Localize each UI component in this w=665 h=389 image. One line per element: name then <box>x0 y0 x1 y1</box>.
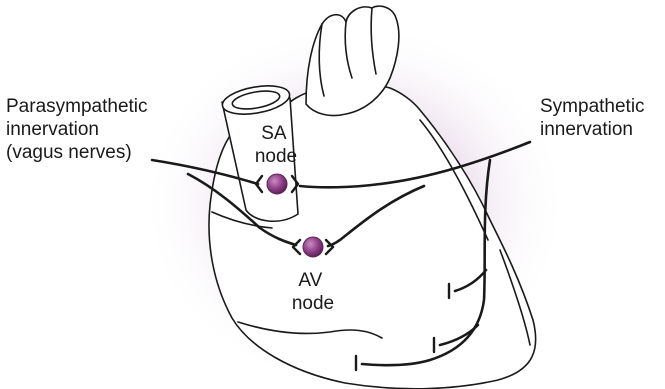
sa-node-line-1: SA <box>261 123 287 144</box>
av-node-marker <box>303 237 323 257</box>
sympathetic-line-1: Sympathetic <box>540 96 645 117</box>
sa-node-marker <box>267 174 287 194</box>
parasympathetic-label: Parasympathetic innervation (vagus nerve… <box>6 96 153 163</box>
parasympathetic-line-3: (vagus nerves) <box>6 142 132 163</box>
av-node-line-2: node <box>292 293 334 314</box>
sympathetic-line-2: innervation <box>540 119 633 140</box>
av-node-line-1: AV <box>298 270 322 291</box>
parasympathetic-line-2: innervation <box>6 119 99 140</box>
sa-node-line-2: node <box>255 146 297 167</box>
parasympathetic-line-1: Parasympathetic <box>6 96 148 117</box>
sympathetic-label: Sympathetic innervation <box>540 96 650 140</box>
